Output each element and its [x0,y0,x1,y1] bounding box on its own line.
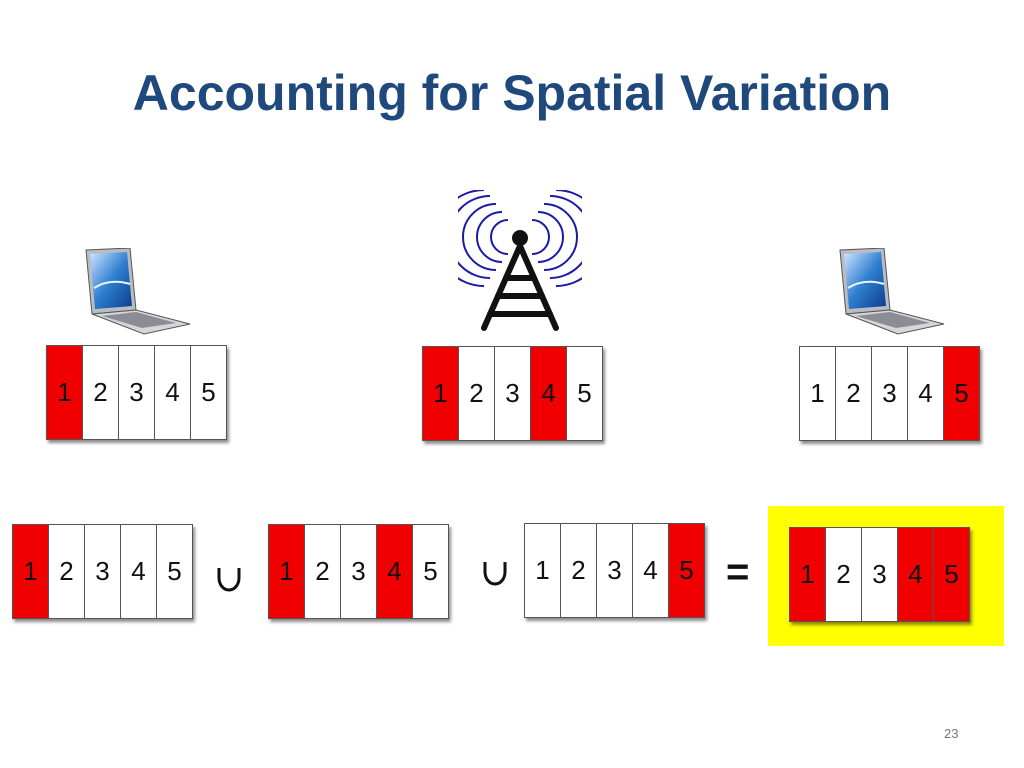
channel-cell-5: 5 [943,346,980,441]
channel-cell-5: 5 [933,527,970,622]
channel-cell-2: 2 [458,346,495,441]
laptop-icon [839,248,945,335]
channel-cell-5: 5 [412,524,449,619]
channel-cell-4: 4 [154,345,191,440]
antenna-tower-icon [458,190,582,331]
channel-cell-2: 2 [304,524,341,619]
channel-cell-3: 3 [871,346,908,441]
channel-cell-1: 1 [789,527,826,622]
channel-cell-4: 4 [376,524,413,619]
channel-cell-2: 2 [82,345,119,440]
channel-cell-3: 3 [84,524,121,619]
channel-cell-5: 5 [668,523,705,618]
channel-cell-2: 2 [48,524,85,619]
channel-cell-4: 4 [907,346,944,441]
channel-cell-4: 4 [632,523,669,618]
channel-cell-4: 4 [530,346,567,441]
slide-title: Accounting for Spatial Variation [132,65,892,121]
channel-cell-1: 1 [268,524,305,619]
channel-cell-5: 5 [190,345,227,440]
channel-cell-3: 3 [861,527,898,622]
channel-cell-4: 4 [897,527,934,622]
channel-cell-1: 1 [524,523,561,618]
channel-cell-1: 1 [422,346,459,441]
channel-cell-2: 2 [825,527,862,622]
channel-cell-3: 3 [596,523,633,618]
channel-cell-3: 3 [494,346,531,441]
channel-cell-1: 1 [799,346,836,441]
union-symbol [483,562,507,586]
channel-cell-5: 5 [156,524,193,619]
channel-cell-1: 1 [46,345,83,440]
laptop-icon [85,248,191,335]
channel-cell-5: 5 [566,346,603,441]
channel-cell-4: 4 [120,524,157,619]
equals-sign: = [726,550,750,594]
union-symbol [217,568,241,592]
channel-cell-1: 1 [12,524,49,619]
channel-cell-2: 2 [560,523,597,618]
page-number: 23 [944,726,959,741]
channel-cell-2: 2 [835,346,872,441]
channel-cell-3: 3 [118,345,155,440]
channel-cell-3: 3 [340,524,377,619]
